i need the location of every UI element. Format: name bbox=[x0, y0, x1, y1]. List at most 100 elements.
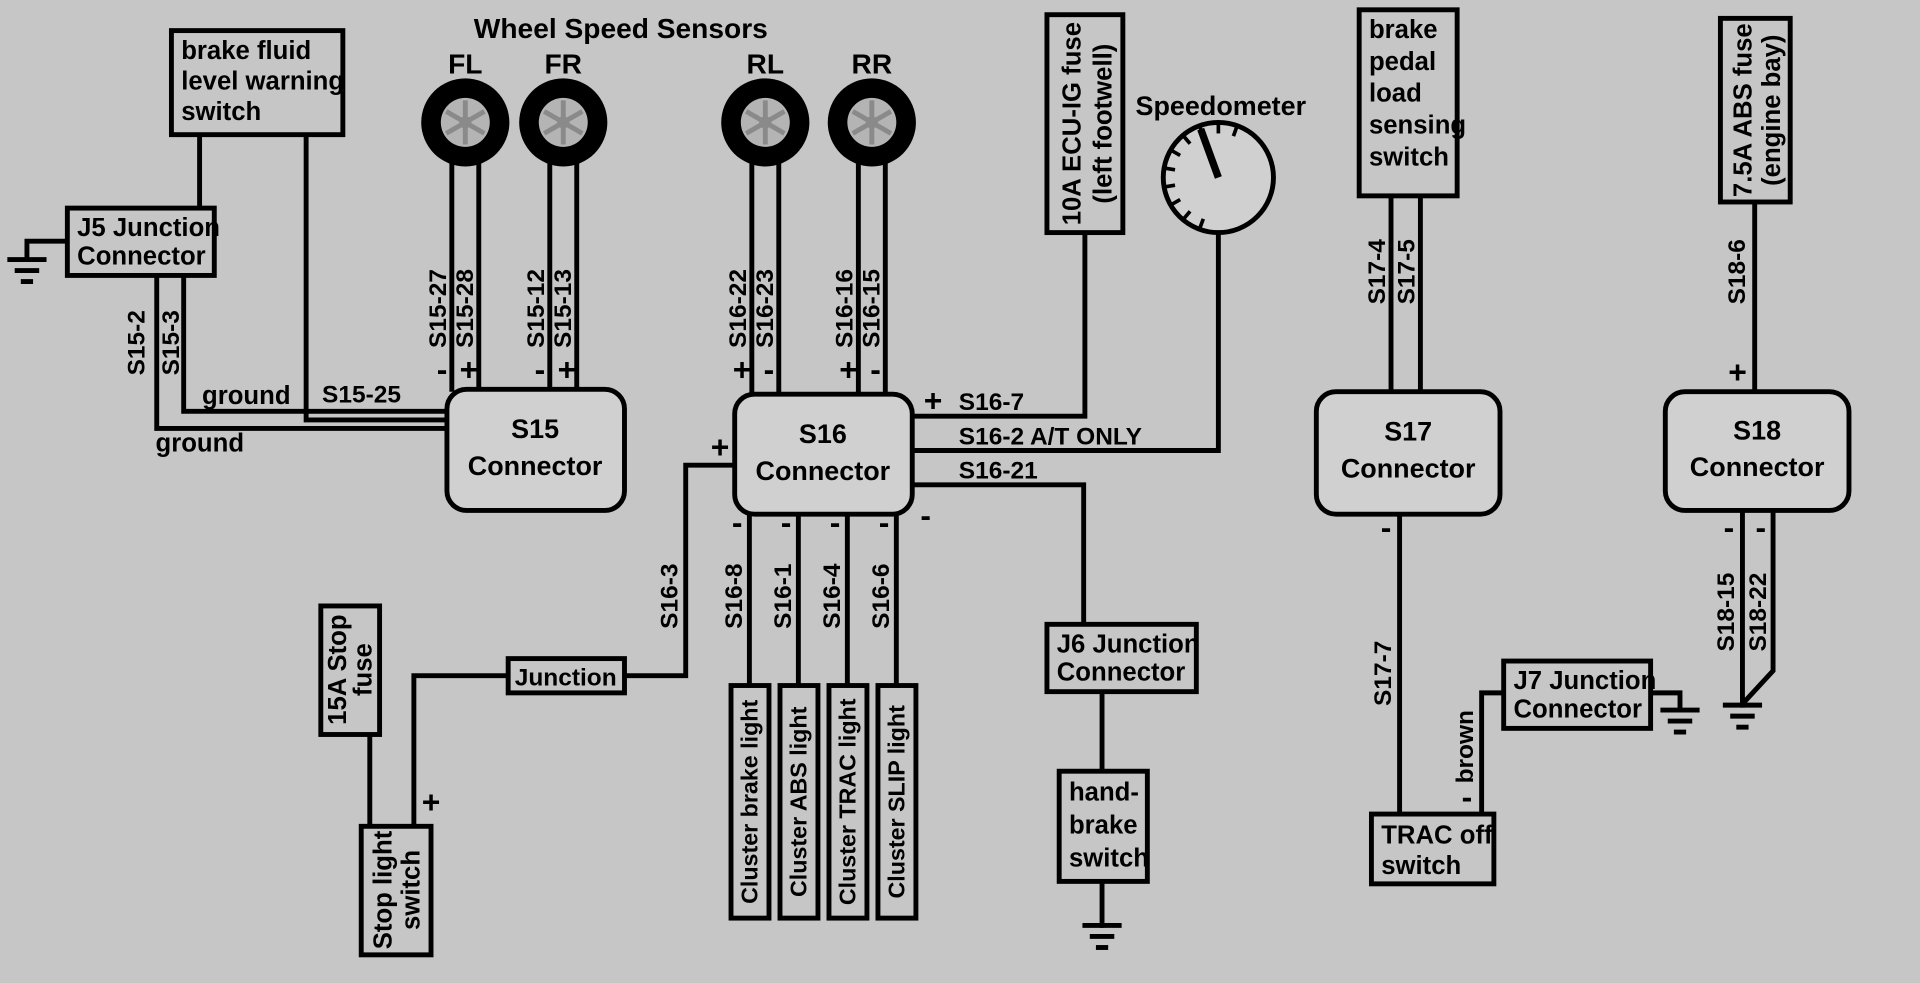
s16-4-minus-mark: - bbox=[830, 505, 841, 541]
cluster-trac-light-label: Cluster TRAC light bbox=[834, 698, 860, 905]
j5-junction-line2: Connector bbox=[77, 242, 206, 270]
wheel-fr-icon bbox=[519, 78, 607, 166]
s16-1-minus-mark: - bbox=[781, 505, 792, 541]
trac-off-line1: TRAC off bbox=[1381, 821, 1493, 849]
brake-fluid-switch-line1: brake fluid bbox=[181, 37, 311, 65]
cluster-abs-light-label: Cluster ABS light bbox=[785, 706, 811, 897]
wheel-rl-icon bbox=[721, 78, 809, 166]
speedometer-ticks bbox=[1165, 123, 1239, 229]
trac-brown-minus-mark: - bbox=[1462, 779, 1473, 815]
pin-s15-2: S15-2 bbox=[124, 310, 151, 375]
cluster-brake-light-label: Cluster brake light bbox=[736, 700, 762, 904]
pin-s16-23: S16-23 bbox=[752, 269, 779, 348]
connectors: S15 Connector S16 Connector S17 Connecto… bbox=[444, 386, 1852, 517]
wire-j5-s15-3-ground bbox=[181, 272, 450, 414]
brake-pedal-switch-box bbox=[1356, 7, 1460, 199]
s16-connector-line1: S16 bbox=[799, 419, 847, 449]
wire-j5-ground-lead bbox=[24, 238, 70, 262]
s15-connector-line1: S15 bbox=[511, 414, 559, 444]
diagram-title: Wheel Speed Sensors bbox=[474, 13, 768, 44]
fl-plus-mark: + bbox=[460, 352, 479, 388]
s17-connector-box bbox=[1313, 389, 1503, 517]
s18-connector-line1: S18 bbox=[1733, 415, 1781, 445]
pin-s18-22: S18-22 bbox=[1745, 573, 1772, 652]
pin-s15-3: S15-3 bbox=[158, 310, 185, 375]
j6-junction-box bbox=[1044, 621, 1199, 695]
wire-s16-7-to-ecu-fuse bbox=[909, 230, 1088, 419]
ecu-ig-fuse-box bbox=[1044, 12, 1126, 236]
s15-connector-box bbox=[444, 386, 627, 513]
wheel-label-fr: FR bbox=[545, 48, 583, 79]
pin-s17-7: S17-7 bbox=[1370, 641, 1397, 706]
j7-junction-line2: Connector bbox=[1513, 695, 1642, 723]
junction-label: Junction bbox=[515, 665, 617, 692]
s17-connector-line1: S17 bbox=[1384, 417, 1432, 447]
wire-j5-s15-2-ground bbox=[154, 272, 450, 431]
brake-fluid-switch-line2: level warning bbox=[181, 67, 344, 95]
s18-connector-box bbox=[1662, 389, 1852, 513]
brake-pedal-line2: pedal bbox=[1369, 48, 1436, 76]
wire-s16-2-to-speedometer bbox=[909, 230, 1221, 453]
ground-label-upper: ground bbox=[202, 382, 291, 410]
ground-symbol-j7 bbox=[1660, 710, 1699, 732]
wheel-rr-icon bbox=[828, 78, 916, 166]
stop-switch-plus-mark: + bbox=[422, 784, 441, 820]
j6-junction-line1: J6 Junction bbox=[1057, 630, 1200, 658]
j5-junction-line1: J5 Junction bbox=[77, 214, 220, 242]
brake-fluid-switch-line3: switch bbox=[181, 98, 261, 126]
wheel-label-rl: RL bbox=[747, 48, 785, 79]
s18-22-minus-mark: - bbox=[1756, 510, 1767, 546]
brake-pedal-line3: load bbox=[1369, 80, 1422, 108]
pin-s17-5: S17-5 bbox=[1393, 239, 1420, 304]
pin-s15-12: S15-12 bbox=[523, 269, 550, 348]
pin-s18-6: S18-6 bbox=[1724, 239, 1751, 304]
brake-pedal-line5: switch bbox=[1369, 143, 1449, 171]
ecu-ig-fuse-line2: (left footwell) bbox=[1089, 44, 1117, 204]
polarity-marks: - + - + + - + - + - + - - - - + - - + - … bbox=[422, 352, 1766, 820]
j7-junction-line1: J7 Junction bbox=[1513, 667, 1656, 695]
pin-s15-27: S15-27 bbox=[425, 269, 452, 348]
pin-s18-15: S18-15 bbox=[1713, 573, 1740, 652]
junction-box bbox=[505, 656, 627, 696]
wire-s16-21-to-j6 bbox=[909, 482, 1087, 627]
brake-pedal-line1: brake bbox=[1369, 16, 1438, 44]
s16-connector-box bbox=[732, 391, 915, 517]
s15-connector-line2: Connector bbox=[468, 451, 603, 481]
j6-junction-line2: Connector bbox=[1057, 659, 1186, 687]
wire-s18-22-to-ground bbox=[1740, 508, 1776, 707]
handbrake-line3: switch bbox=[1069, 845, 1149, 873]
abs-fuse-line2: (engine bay) bbox=[1758, 34, 1786, 185]
fr-plus-mark: + bbox=[558, 352, 577, 388]
speedometer-label: Speedometer bbox=[1136, 91, 1307, 121]
ground-label-lower: ground bbox=[156, 430, 245, 458]
wheel-label-fl: FL bbox=[448, 48, 482, 79]
cluster-slip-light-label: Cluster SLIP light bbox=[883, 705, 909, 899]
pin-s17-4: S17-4 bbox=[1364, 239, 1391, 305]
fl-minus-mark: - bbox=[437, 352, 448, 388]
rl-minus-mark: - bbox=[764, 352, 775, 388]
wheel-speed-sensors: Wheel Speed Sensors FL FR RL RR bbox=[421, 13, 916, 167]
stop-fuse-box bbox=[318, 603, 383, 737]
ground-symbol-j5 bbox=[7, 260, 46, 282]
stop-light-switch-box bbox=[358, 823, 434, 958]
fr-minus-mark: - bbox=[535, 352, 546, 388]
stop-fuse-line2: fuse bbox=[350, 643, 378, 696]
speedometer: Speedometer bbox=[1136, 91, 1307, 236]
cluster-brake-light-box bbox=[728, 683, 772, 921]
handbrake-line1: hand- bbox=[1069, 779, 1139, 807]
ecu-ig-fuse-line1: 10A ECU-IG fuse bbox=[1059, 22, 1087, 225]
s16-21-minus-mark: - bbox=[920, 497, 931, 533]
trac-off-line2: switch bbox=[1381, 852, 1461, 880]
rr-minus-mark: - bbox=[870, 352, 881, 388]
s18-6-plus-mark: + bbox=[1728, 354, 1747, 390]
s17-minus-mark: - bbox=[1381, 510, 1392, 546]
pin-s16-7: S16-7 bbox=[959, 389, 1024, 416]
pin-s16-1: S16-1 bbox=[770, 564, 797, 629]
j7-junction-box bbox=[1501, 658, 1654, 731]
component-boxes: brake fluid level warning switch J5 Junc… bbox=[64, 7, 1793, 958]
wheel-fl-icon bbox=[421, 78, 509, 166]
pin-s16-15: S16-15 bbox=[858, 269, 885, 348]
abs-fuse-line1: 7.5A ABS fuse bbox=[1730, 23, 1758, 197]
pin-s16-8: S16-8 bbox=[721, 564, 748, 629]
